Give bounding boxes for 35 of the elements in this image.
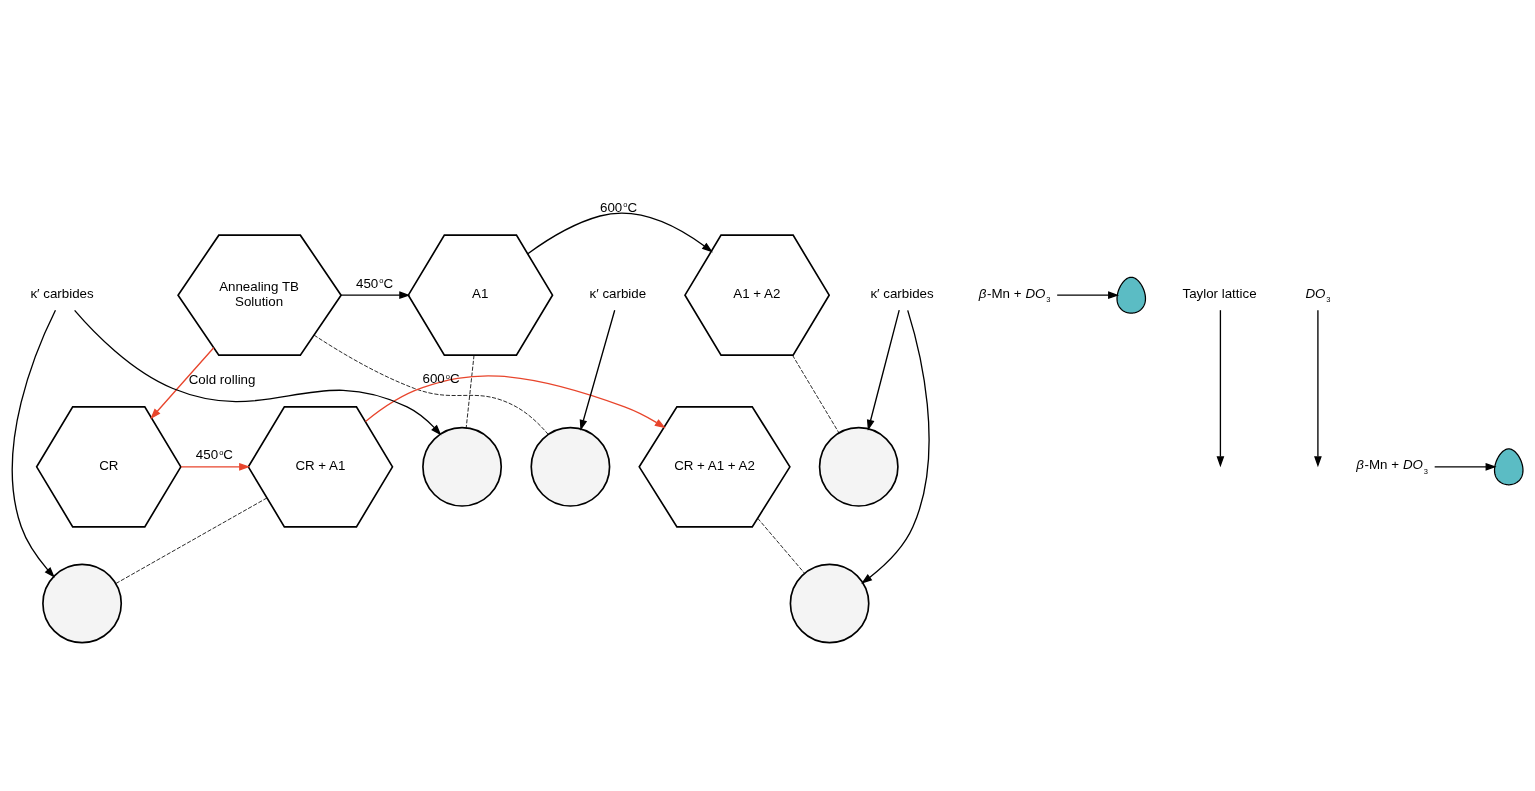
connector — [115, 497, 268, 584]
node-text: Taylor lattice — [1182, 285, 1257, 301]
connector — [465, 354, 475, 428]
arrow — [579, 309, 616, 431]
node-text: κ′ carbides — [30, 285, 94, 301]
arrow — [180, 462, 251, 471]
connector — [313, 334, 549, 435]
arrow — [1314, 309, 1322, 467]
node-text: β-Mn + DO$_{3}$ — [1356, 456, 1428, 476]
connector — [792, 354, 840, 433]
node-text: κ′ carbides — [870, 285, 934, 301]
node-text: DO$_{3}$ — [1305, 285, 1331, 304]
arrow — [1434, 462, 1497, 471]
arrow — [527, 212, 713, 254]
node-circle — [818, 426, 899, 507]
node-text: κ′ carbide — [589, 285, 647, 301]
node-blob — [1116, 276, 1147, 314]
arrow — [364, 374, 666, 428]
node-text: β-Mn + DO$_{3}$ — [978, 285, 1051, 304]
arrow — [1056, 290, 1120, 299]
arrow — [1216, 309, 1225, 467]
edge-label: 450$^{o}$C — [355, 275, 394, 290]
edge-label: 600$^{o}$C — [599, 199, 638, 215]
arrow — [73, 309, 442, 435]
arrow — [861, 309, 930, 584]
arrow — [150, 346, 215, 419]
node-circle — [530, 426, 611, 507]
connector — [757, 517, 805, 574]
edge-label: 450$^{o}$C — [195, 446, 233, 462]
node-circle — [789, 563, 870, 643]
arrow — [866, 309, 900, 431]
arrow — [340, 290, 411, 299]
arrow — [11, 309, 57, 578]
edge-label: Cold rolling — [188, 371, 256, 387]
node-blob — [1493, 447, 1524, 485]
